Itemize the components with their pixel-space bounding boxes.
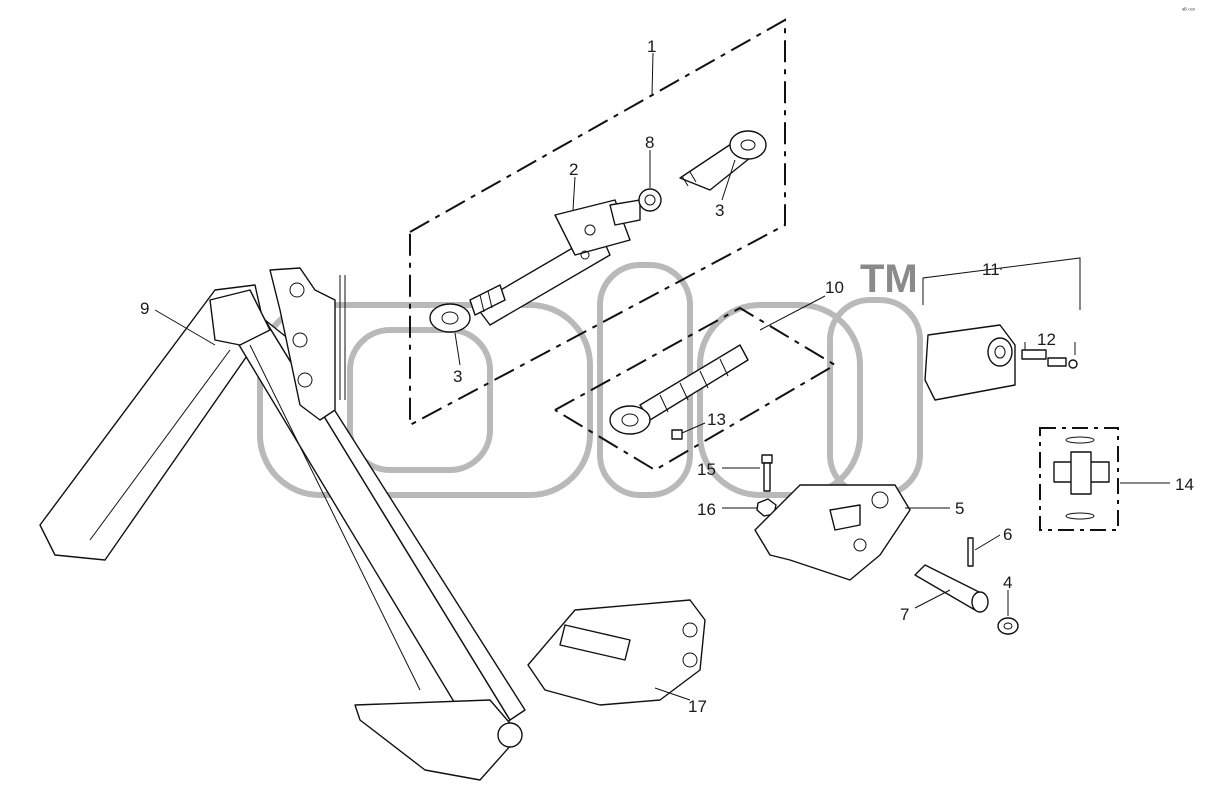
callout-4: 4 — [1003, 573, 1012, 592]
threaded-rod-10 — [609, 344, 749, 435]
trademark-mark: TM — [860, 257, 918, 301]
callout-16: 16 — [697, 500, 716, 519]
group-box-1 — [409, 18, 786, 427]
ball-end-left — [429, 284, 506, 333]
bracket-17 — [527, 599, 706, 706]
callout-6: 6 — [1003, 525, 1012, 544]
callout-labels: 1 2 3 3 4 5 6 7 8 9 10 11 12 13 14 15 16… — [140, 37, 1194, 716]
washer-4 — [997, 617, 1019, 635]
callout-10: 10 — [825, 278, 844, 297]
small-nut-13 — [671, 429, 683, 440]
callout-7: 7 — [900, 605, 909, 624]
group-box-14 — [1039, 427, 1119, 531]
bracket-5 — [754, 484, 911, 581]
callout-3b: 3 — [453, 367, 462, 386]
callout-1: 1 — [647, 37, 656, 56]
callout-17: 17 — [688, 697, 707, 716]
yoke-11 — [924, 324, 1016, 401]
a-frame-upright — [39, 267, 526, 781]
leader-lines — [154, 52, 1170, 701]
callout-8: 8 — [645, 133, 654, 152]
bolt-12 — [1021, 349, 1078, 369]
pin-7 — [914, 564, 989, 613]
callout-2: 2 — [569, 160, 578, 179]
split-pin-6 — [967, 537, 974, 567]
top-link-body — [474, 199, 641, 326]
callout-11: 11 — [982, 260, 1000, 279]
callout-3a: 3 — [715, 201, 724, 220]
corner-mark: ᵃᴮ ᵒᵒᵒ — [1182, 7, 1196, 14]
callout-14: 14 — [1175, 475, 1194, 494]
universal-cross-14 — [1053, 436, 1110, 520]
callout-9: 9 — [140, 299, 149, 318]
callout-13: 13 — [707, 410, 726, 429]
ball-end-right — [679, 130, 767, 191]
callout-12: 12 — [1037, 330, 1056, 349]
group-bracket-11 — [922, 257, 1081, 310]
callout-5: 5 — [955, 499, 964, 518]
callout-15: 15 — [697, 460, 716, 479]
group-box-10 — [554, 306, 837, 472]
hex-nut-8 — [638, 188, 662, 212]
bolt-15 — [761, 454, 773, 492]
